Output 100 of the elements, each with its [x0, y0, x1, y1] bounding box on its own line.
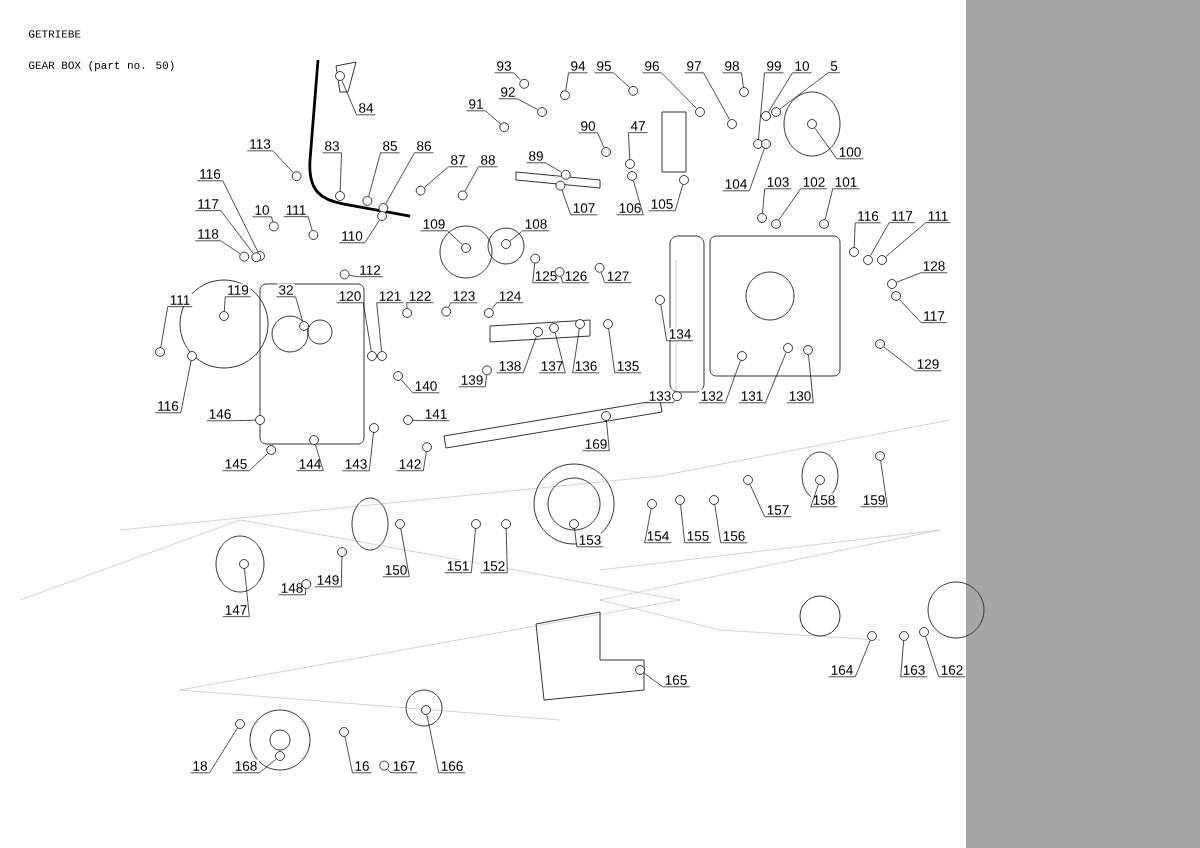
leader-line: [344, 736, 372, 774]
leader-line: [824, 188, 860, 220]
leader-line: [466, 110, 501, 125]
part-symbol: [533, 327, 543, 337]
leader-line: [400, 379, 440, 394]
leader-line: [154, 360, 192, 414]
leader-line: [572, 328, 600, 374]
leader-line: [896, 272, 948, 283]
part-symbol: [291, 171, 302, 182]
leader-line: [342, 432, 374, 472]
leader-line: [222, 568, 250, 617]
leader-line: [574, 528, 604, 548]
leader-line: [222, 453, 268, 472]
leader-line: [338, 219, 380, 244]
part-symbol: [560, 90, 570, 101]
leader-line: [194, 210, 254, 254]
part-symbol: [403, 415, 413, 425]
part-symbol: [601, 411, 611, 421]
leader-line: [160, 306, 193, 348]
part-symbol: [877, 255, 887, 265]
part-symbol: [393, 371, 403, 381]
part-symbol: [863, 255, 873, 265]
leader-line: [828, 640, 871, 678]
part-symbol: [627, 171, 637, 181]
leader-line: [684, 72, 730, 120]
leader-line: [426, 714, 466, 774]
part-symbol: [709, 495, 719, 505]
part-symbol: [807, 119, 817, 129]
leader-line: [600, 272, 632, 284]
leader-line: [448, 302, 478, 308]
leader-line: [538, 332, 566, 374]
part-symbol: [635, 665, 645, 675]
part-symbol: [482, 365, 492, 376]
part-symbol: [441, 306, 452, 317]
part-symbol: [367, 351, 377, 361]
leader-line: [406, 302, 434, 309]
leader-line: [223, 296, 252, 312]
part-symbol: [275, 751, 285, 761]
leader-line: [424, 166, 468, 188]
part-symbol: [395, 519, 405, 529]
leader-line: [385, 152, 434, 204]
part-symbol: [647, 499, 657, 509]
part-symbol: [255, 415, 265, 425]
leader-line: [283, 216, 313, 231]
leader-line: [382, 528, 410, 578]
part-symbol: [554, 267, 565, 277]
part-symbol: [251, 252, 262, 263]
leader-line: [722, 72, 744, 88]
part-symbol: [483, 308, 494, 318]
part-symbol: [471, 519, 481, 529]
part-symbol: [339, 727, 349, 737]
leader-line: [738, 352, 787, 404]
part-symbol: [309, 435, 319, 445]
part-symbol: [335, 191, 345, 201]
leader-line: [509, 230, 550, 242]
part-symbol: [268, 221, 279, 232]
part-symbol: [422, 442, 432, 453]
part-symbol: [549, 323, 559, 333]
leader-line: [749, 484, 792, 518]
leader-line: [396, 451, 427, 472]
leader-line: [608, 328, 642, 374]
leader-line: [628, 132, 648, 160]
part-symbol: [899, 631, 909, 641]
part-symbol: [299, 321, 309, 331]
part-symbol: [519, 78, 530, 89]
leader-line: [768, 72, 812, 113]
part-symbol: [239, 559, 249, 569]
part-symbol: [530, 253, 541, 264]
leader-line: [561, 189, 598, 216]
part-symbol: [695, 107, 705, 117]
part-symbol: [461, 243, 471, 253]
leader-line: [336, 302, 372, 352]
leader-line: [883, 346, 942, 372]
leader-line: [491, 302, 524, 310]
part-symbol: [308, 230, 319, 240]
leader-line: [296, 444, 324, 471]
part-symbol: [849, 247, 859, 257]
leader-line: [646, 400, 675, 404]
part-symbol: [379, 760, 390, 771]
leader-line: [526, 162, 562, 173]
part-symbol: [594, 262, 605, 273]
leader-line: [660, 304, 694, 342]
part-symbol: [421, 705, 431, 715]
leader-line: [206, 419, 256, 422]
part-symbol: [603, 319, 613, 329]
part-symbol: [560, 169, 571, 180]
leader-line: [594, 72, 630, 88]
leader-line: [480, 528, 508, 574]
part-symbol: [369, 423, 379, 433]
leader-line: [532, 263, 560, 284]
leader-line: [779, 72, 841, 110]
part-symbol: [753, 139, 763, 149]
leader-line: [565, 72, 588, 91]
leader-line: [642, 72, 697, 109]
part-symbol: [569, 519, 579, 529]
part-symbol: [628, 85, 639, 96]
leader-line: [314, 556, 343, 588]
part-symbol: [337, 547, 347, 557]
part-symbol: [771, 107, 781, 117]
leader-line: [322, 152, 342, 192]
